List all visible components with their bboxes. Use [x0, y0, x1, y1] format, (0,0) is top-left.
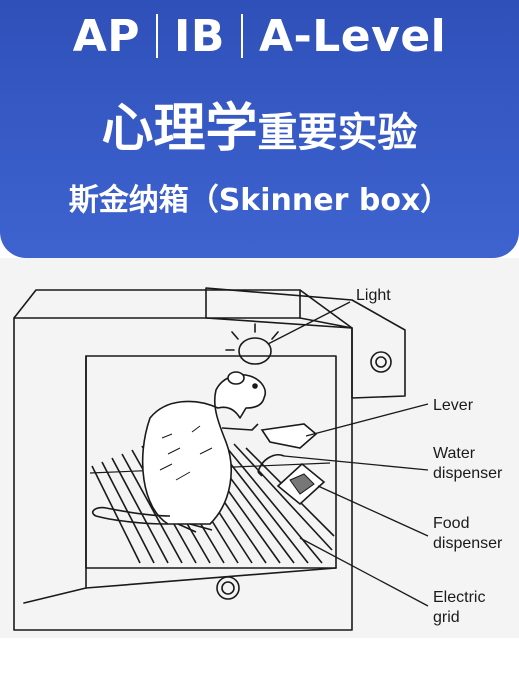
skinner-box-illustration: Light Lever Water dispenser Food dispens…	[0, 258, 519, 680]
grid-leader	[299, 537, 429, 607]
water-leader	[283, 455, 429, 471]
housing-knob-icon	[370, 351, 392, 373]
divider	[240, 14, 243, 58]
water-dispenser-label-line1: Water	[433, 445, 476, 462]
subtitle: 斯金纳箱（Skinner box）	[68, 183, 451, 218]
lever-label: Lever	[433, 397, 474, 414]
skinner-box-diagram	[13, 287, 429, 631]
a-level-label: A-Level	[258, 10, 447, 62]
water-dispenser-label-line2: dispenser	[433, 465, 503, 482]
housing-knob-inner	[375, 356, 387, 368]
light-housing	[205, 287, 406, 399]
food-dispenser-label-line1: Food	[433, 515, 470, 532]
divider	[156, 14, 159, 58]
lever-leader	[305, 403, 429, 437]
water-dispenser-icon	[257, 454, 285, 477]
curriculum-line: AP IB A-Level	[0, 6, 519, 66]
electric-grid-label-line1: Electric	[433, 589, 486, 606]
title-small: 重要实验	[257, 110, 418, 156]
box-inner-bottom	[85, 567, 337, 589]
leader-lines	[267, 301, 429, 607]
ap-label: AP	[72, 10, 141, 62]
food-dispenser-icon	[276, 462, 326, 506]
ib-label: IB	[174, 10, 225, 62]
title-banner: AP IB A-Level 心理学 重要实验 斯金纳箱（Skinner box）	[0, 0, 519, 258]
rat-icon	[91, 371, 266, 533]
electric-grid-label-line2: grid	[433, 609, 460, 626]
light-rays	[225, 323, 279, 351]
light-bulb-icon	[238, 337, 272, 365]
page-title: 心理学 重要实验	[0, 86, 519, 159]
box-inner-left	[23, 355, 87, 604]
title-big: 心理学	[101, 99, 258, 159]
light-label: Light	[356, 287, 391, 304]
lever-icon	[260, 423, 318, 449]
front-knob-icon	[216, 576, 240, 600]
food-dispenser-label-line2: dispenser	[433, 535, 503, 552]
light-leader	[267, 301, 351, 345]
front-knob-inner	[221, 581, 235, 595]
food-leader	[317, 485, 429, 537]
